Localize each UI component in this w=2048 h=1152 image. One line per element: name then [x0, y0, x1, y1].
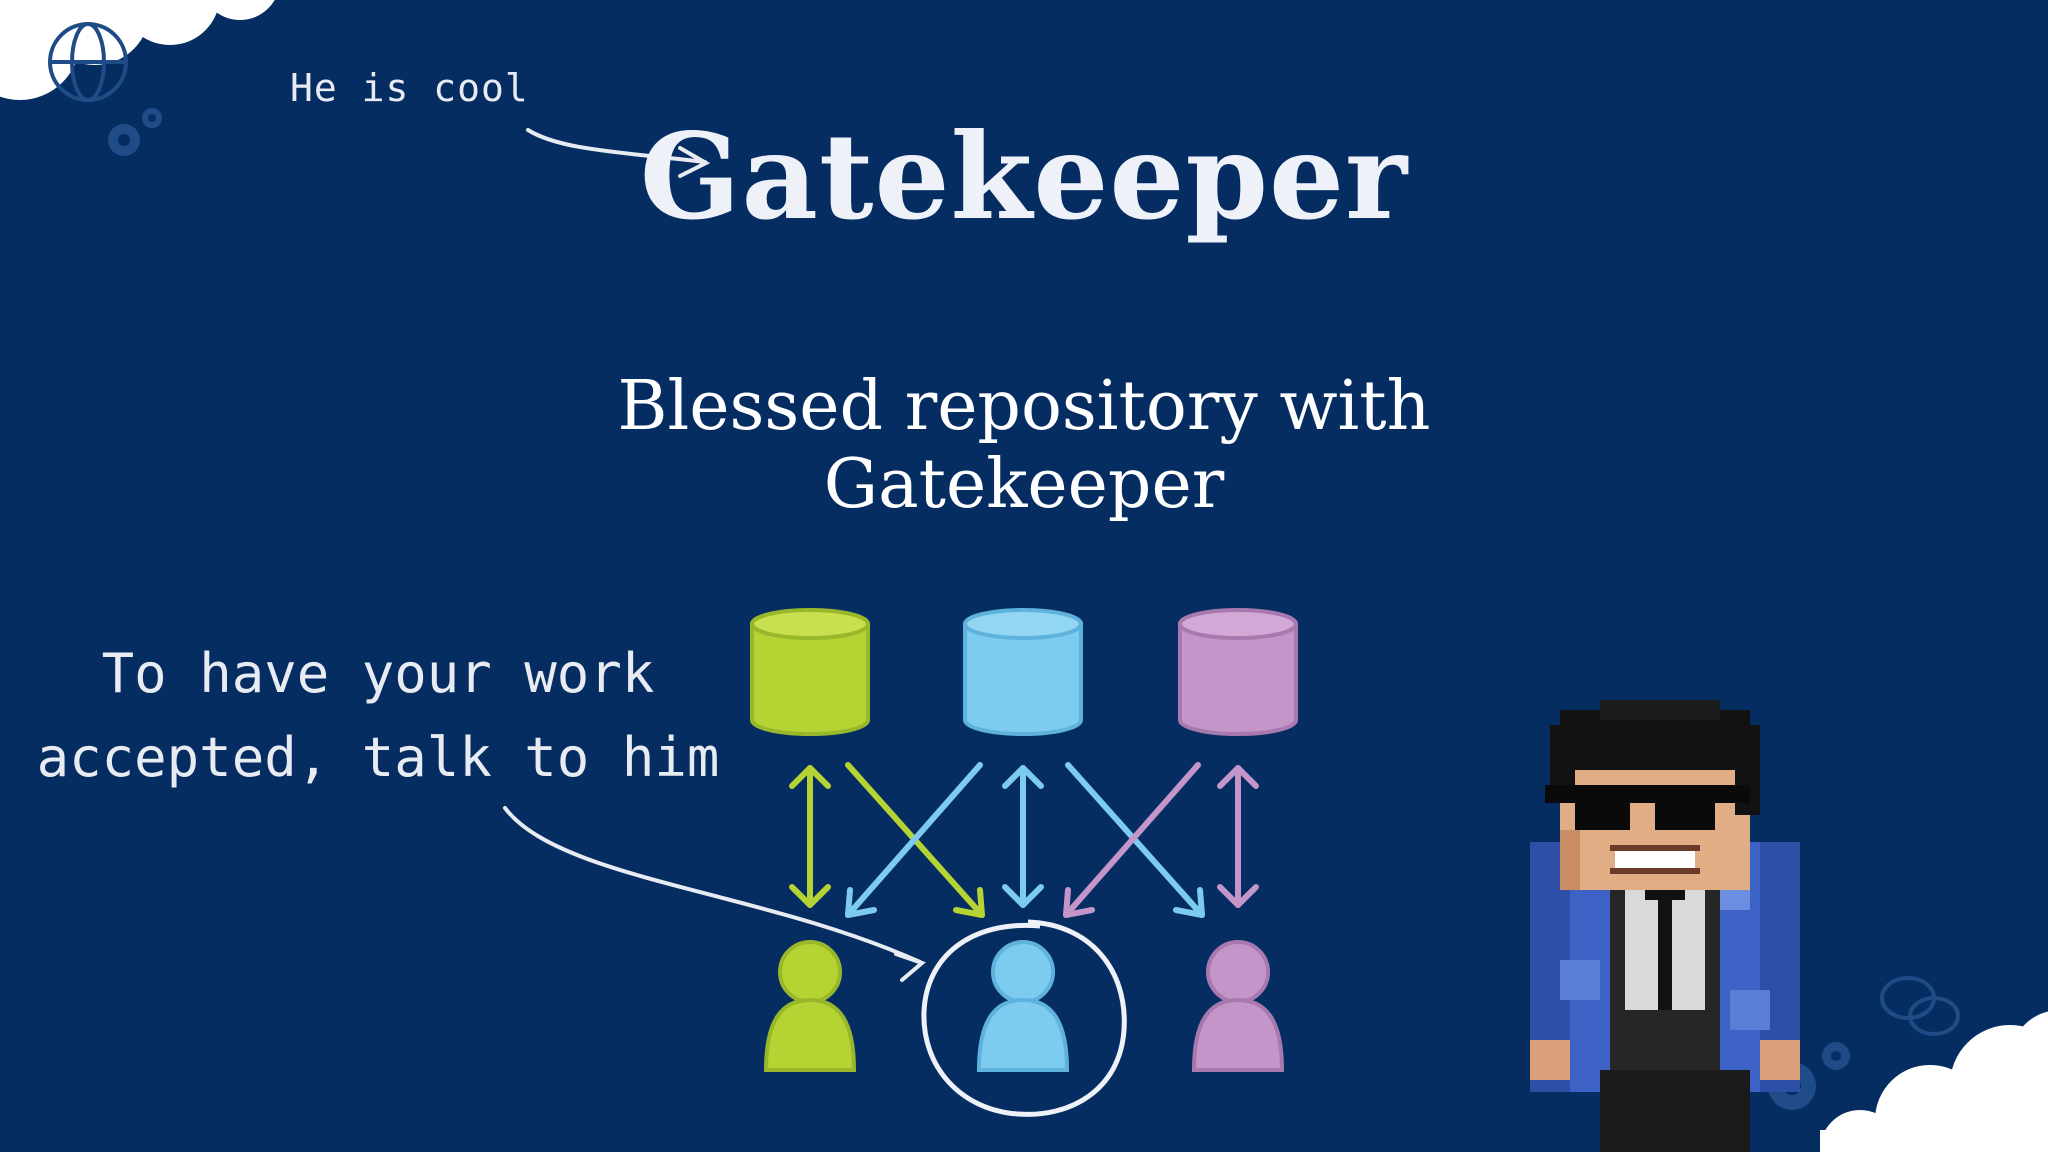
developer-blue [976, 940, 1070, 1072]
cloud-icon [0, 0, 275, 100]
slide-title: Gatekeeper [639, 107, 1409, 246]
developer-green [763, 940, 857, 1072]
slide-subtitle: Blessed repository with Gatekeeper [0, 368, 2048, 524]
annotation-bottom: To have your work accepted, talk to him [18, 632, 738, 800]
developer-purple [1191, 940, 1285, 1072]
flow-arrows [789, 762, 1259, 918]
repository-green [750, 608, 870, 736]
annotation-arrow-top [526, 128, 711, 178]
subtitle-line-1: Blessed repository with [617, 367, 1431, 446]
annotation-top: He is cool [290, 66, 529, 110]
repository-purple [1178, 608, 1298, 736]
annotation-arrow-bottom [503, 806, 926, 982]
repository-blue [963, 608, 1083, 736]
cloud-icon [1820, 1011, 2048, 1152]
pixel-character-icon [1530, 700, 1800, 1152]
globe-icon [48, 22, 128, 102]
chat-icon [1880, 976, 1960, 1036]
highlight-circle [921, 919, 1127, 1117]
subtitle-line-2: Gatekeeper [823, 445, 1225, 524]
annotation-bottom-line-1: To have your work [101, 642, 655, 705]
annotation-bottom-line-2: accepted, talk to him [36, 726, 720, 789]
